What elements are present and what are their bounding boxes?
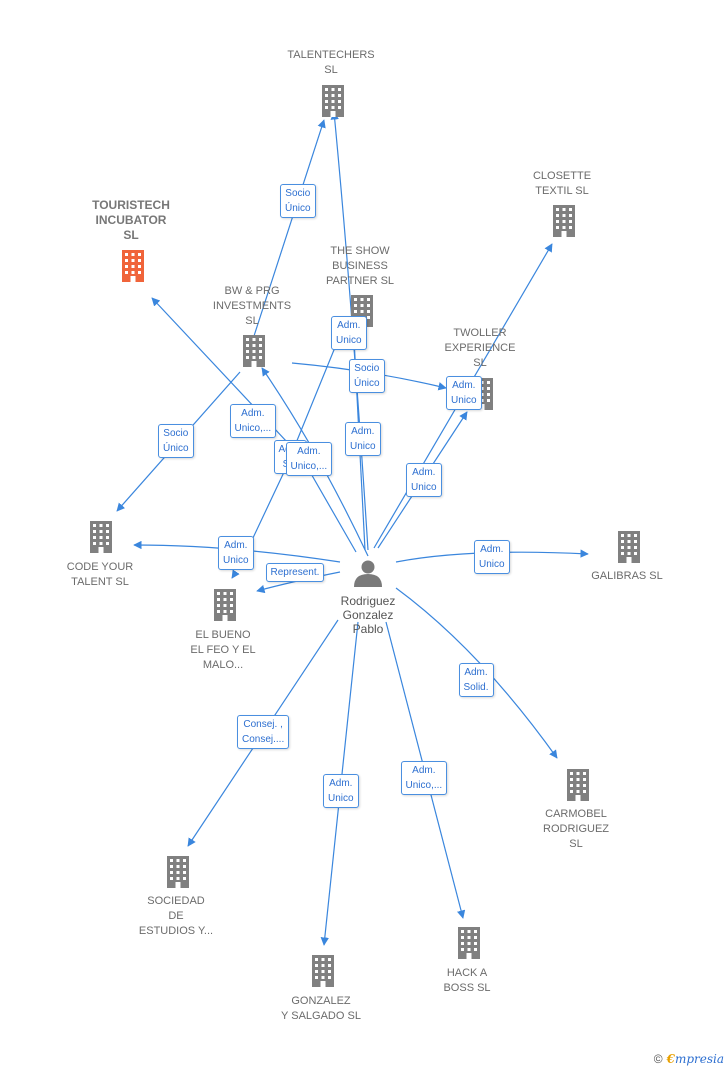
relationship-role-label[interactable]: Adm. Unico <box>345 422 381 456</box>
twoller-company-label[interactable]: TWOLLER EXPERIENCE SL <box>444 327 516 369</box>
codeyour-building-icon[interactable] <box>90 521 112 553</box>
brand-footer: ©€mpresia <box>654 1052 724 1066</box>
relationship-role-label[interactable]: Represent. <box>265 562 325 582</box>
brand-logo-text: mpresia <box>674 1052 724 1066</box>
relationship-role-label[interactable]: Adm. Unico <box>323 774 359 808</box>
closette-company-label[interactable]: CLOSETTE TEXTIL SL <box>532 170 592 197</box>
relationship-edge <box>395 587 558 759</box>
codeyour-company-label[interactable]: CODE YOUR TALENT SL <box>66 561 134 588</box>
relationship-role-label[interactable]: Adm. Unico <box>474 540 510 574</box>
relationship-role-label[interactable]: Adm. Unico,... <box>229 404 277 438</box>
galibras-building-icon[interactable] <box>618 531 640 563</box>
relationship-edge <box>253 119 326 337</box>
person-name-label[interactable]: Rodriguez Gonzalez Pablo <box>340 594 396 636</box>
theshow-company-label[interactable]: THE SHOW BUSINESS PARTNER SL <box>325 245 395 287</box>
closette-building-icon[interactable] <box>553 205 575 237</box>
relationship-role-label[interactable]: Adm. Solid. <box>458 663 494 697</box>
edge-layer <box>116 111 589 946</box>
relationship-edge <box>231 569 240 579</box>
hacka-company-label[interactable]: HACK A BOSS SL <box>443 967 491 994</box>
relationship-role-label[interactable]: Socio Único <box>280 184 316 218</box>
talentechers-company-label[interactable]: TALENTECHERS SL <box>287 49 375 76</box>
relationship-role-label[interactable]: Consej. , Consej.... <box>237 715 290 749</box>
brand-logo-initial: € <box>666 1052 675 1066</box>
relationship-role-label[interactable]: Adm. Unico,... <box>285 442 333 476</box>
relationship-role-label[interactable]: Socio Único <box>349 359 385 393</box>
tourisech-building-icon[interactable] <box>122 250 144 282</box>
bwprg-building-icon[interactable] <box>243 335 265 367</box>
carmobel-building-icon[interactable] <box>567 769 589 801</box>
relationship-role-label[interactable]: Socio Único <box>158 424 194 458</box>
elbueno-company-label[interactable]: EL BUENO EL FEO Y EL MALO... <box>190 629 256 671</box>
relationship-role-label[interactable]: Adm. Unico <box>446 376 482 410</box>
talentechers-building-icon[interactable] <box>322 85 344 117</box>
relationship-role-label[interactable]: Adm. Unico <box>218 536 254 570</box>
sociedad-building-icon[interactable] <box>167 856 189 888</box>
relationship-edge <box>256 571 341 594</box>
tourisech-company-label[interactable]: TOURISTECH INCUBATOR SL <box>92 198 170 242</box>
elbueno-building-icon[interactable] <box>214 589 236 621</box>
galibras-company-label[interactable]: GALIBRAS SL <box>591 570 663 582</box>
hacka-building-icon[interactable] <box>458 927 480 959</box>
copyright-symbol: © <box>653 1052 663 1066</box>
carmobel-company-label[interactable]: CARMOBEL RODRIGUEZ SL <box>543 808 609 850</box>
sociedad-company-label[interactable]: SOCIEDAD DE ESTUDIOS Y... <box>138 895 214 937</box>
relationship-role-label[interactable]: Adm. Unico <box>406 463 442 497</box>
relationship-role-label[interactable]: Adm. Unico <box>331 316 367 350</box>
gonzalez-company-label[interactable]: GONZALEZ Y SALGADO SL <box>281 995 361 1022</box>
icon-layer <box>90 85 640 987</box>
gonzalez-building-icon[interactable] <box>312 955 334 987</box>
person-icon[interactable] <box>354 560 382 588</box>
relationship-role-label[interactable]: Adm. Unico,... <box>400 761 448 795</box>
bwprg-company-label[interactable]: BW & PRG INVESTMENTS SL <box>212 285 292 327</box>
